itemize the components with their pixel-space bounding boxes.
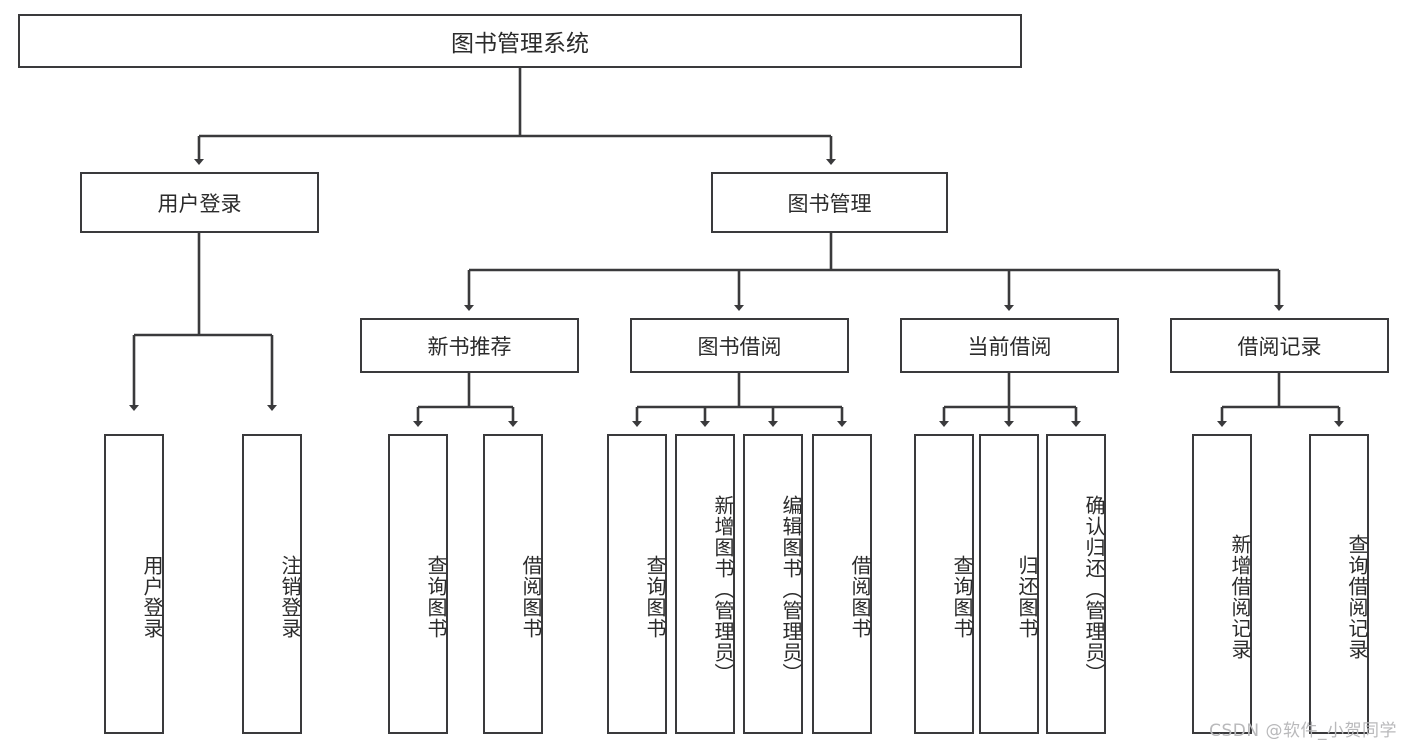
node-book-borrow[interactable]: 图书借阅 — [630, 318, 849, 373]
leaf-current-borrow-confirm-return[interactable]: 确认归还（管理员） — [1046, 434, 1106, 734]
leaf-label: 借阅图书 — [519, 555, 543, 639]
watermark: CSDN @软件_小贺同学 — [1209, 721, 1397, 741]
node-user-login[interactable]: 用户登录 — [80, 172, 319, 233]
leaf-book-borrow-borrow[interactable]: 借阅图书 — [812, 434, 872, 734]
node-root-system[interactable]: 图书管理系统 — [18, 14, 1022, 68]
leaf-user-login-logout[interactable]: 注销登录 — [242, 434, 302, 734]
leaf-new-book-borrow[interactable]: 借阅图书 — [483, 434, 543, 734]
leaf-label: 注销登录 — [278, 555, 302, 639]
leaf-label: 查询图书 — [643, 555, 667, 639]
leaf-label: 新增图书（管理员） — [711, 494, 735, 684]
node-borrow-record[interactable]: 借阅记录 — [1170, 318, 1389, 373]
leaf-book-borrow-add[interactable]: 新增图书（管理员） — [675, 434, 735, 734]
leaf-label: 确认归还（管理员） — [1082, 494, 1106, 684]
leaf-label: 查询借阅记录 — [1345, 534, 1369, 660]
leaf-new-book-query[interactable]: 查询图书 — [388, 434, 448, 734]
leaf-borrow-record-query[interactable]: 查询借阅记录 — [1309, 434, 1369, 734]
leaf-label: 编辑图书（管理员） — [779, 494, 803, 684]
node-book-management[interactable]: 图书管理 — [711, 172, 948, 233]
leaf-label: 新增借阅记录 — [1228, 534, 1252, 660]
leaf-label: 归还图书 — [1015, 555, 1039, 639]
leaf-book-borrow-query[interactable]: 查询图书 — [607, 434, 667, 734]
leaf-label: 用户登录 — [140, 555, 164, 639]
leaf-label: 借阅图书 — [848, 555, 872, 639]
node-new-book-recommend[interactable]: 新书推荐 — [360, 318, 579, 373]
node-current-borrow[interactable]: 当前借阅 — [900, 318, 1119, 373]
leaf-borrow-record-add[interactable]: 新增借阅记录 — [1192, 434, 1252, 734]
leaf-current-borrow-query[interactable]: 查询图书 — [914, 434, 974, 734]
leaf-current-borrow-return[interactable]: 归还图书 — [979, 434, 1039, 734]
leaf-user-login-login[interactable]: 用户登录 — [104, 434, 164, 734]
leaf-book-borrow-edit[interactable]: 编辑图书（管理员） — [743, 434, 803, 734]
leaf-label: 查询图书 — [950, 555, 974, 639]
leaf-label: 查询图书 — [424, 555, 448, 639]
